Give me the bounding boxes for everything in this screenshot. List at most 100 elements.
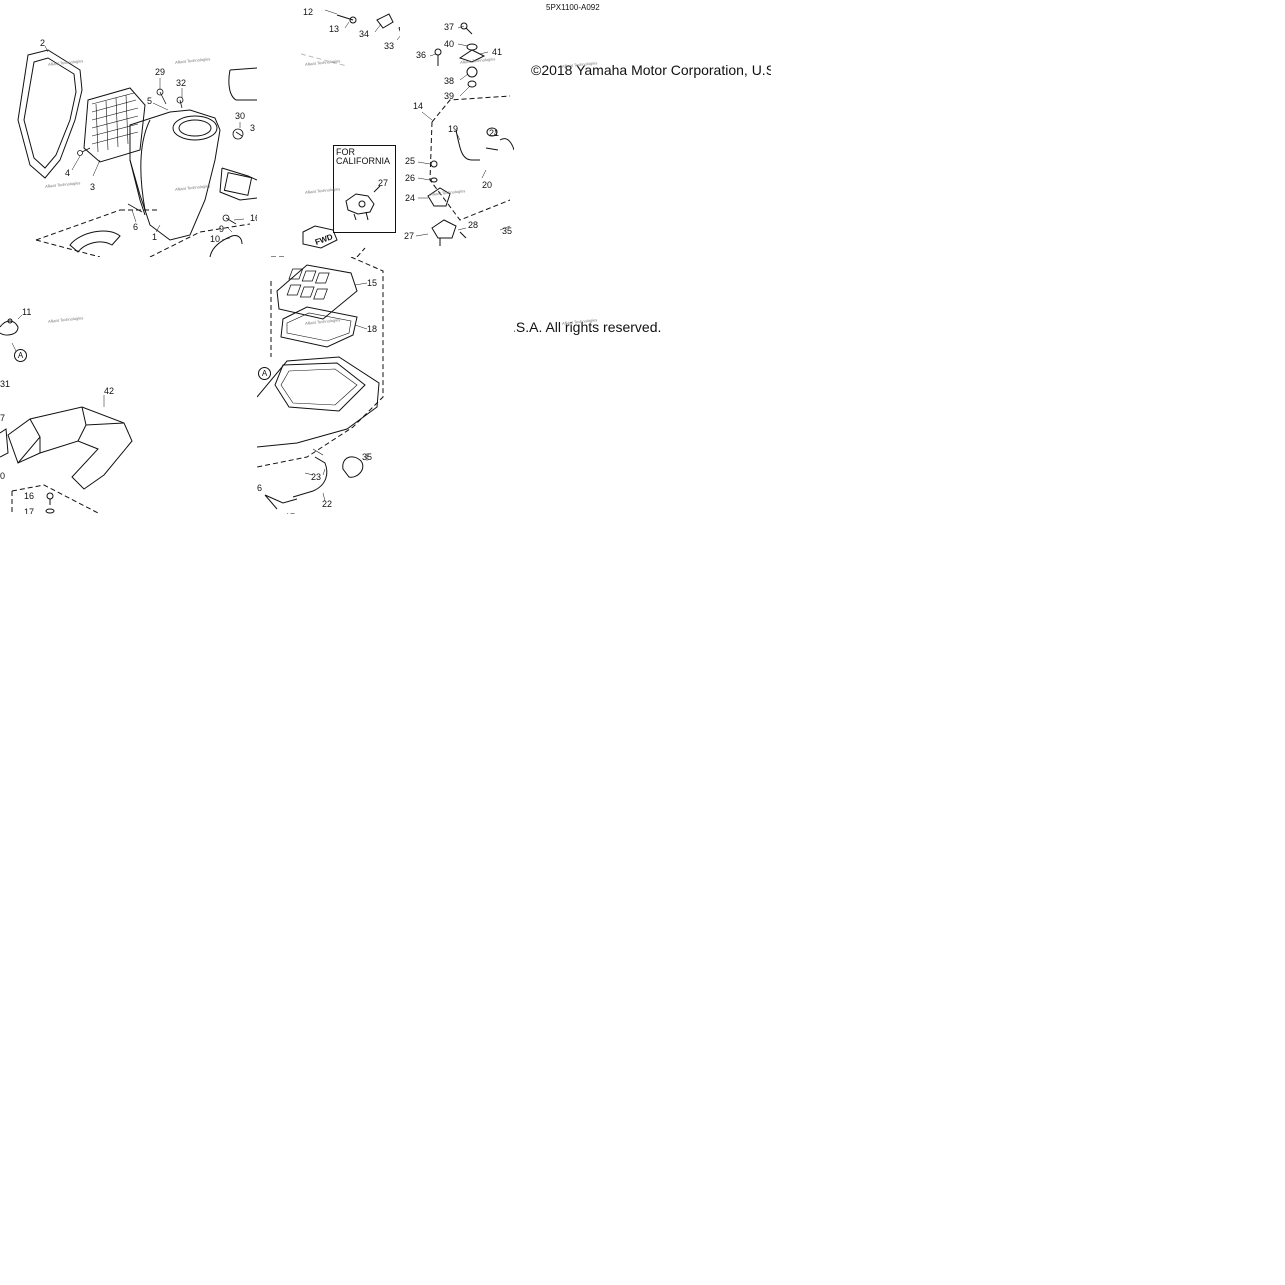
- callout-42: 42: [104, 386, 115, 396]
- callout-21: 21: [489, 128, 500, 138]
- air-filter-drawing: [257, 257, 384, 510]
- callout-38: 38: [444, 76, 455, 86]
- leaders: [44, 45, 245, 241]
- bolt-34: [376, 13, 394, 29]
- diagram-tile-copyright: .S.A. All rights reserved. Alliant Techn…: [514, 257, 771, 514]
- callout-34: 34: [359, 29, 370, 39]
- callout-11: 11: [22, 307, 32, 317]
- filter-frame: [83, 87, 146, 163]
- intake-duct: [7, 406, 133, 490]
- rh-cover-edge: [228, 67, 257, 101]
- callout-33: 33: [384, 41, 395, 51]
- screws: [77, 88, 244, 225]
- callout-22: 22: [322, 499, 333, 509]
- callout-16: 16: [24, 491, 35, 501]
- valve-27: [431, 219, 467, 246]
- washer-17: [45, 508, 55, 514]
- callout-36: 36: [416, 50, 427, 60]
- sensors-drawing: [415, 22, 514, 246]
- callout-3-right: 3: [250, 123, 256, 133]
- callout-7: 7: [0, 413, 6, 423]
- hose-22: [292, 456, 328, 498]
- callout-27: 27: [378, 178, 389, 188]
- copyright-text: ©2018 Yamaha Motor Corporation, U.S: [531, 62, 771, 78]
- case-body: [129, 109, 221, 241]
- callout-31: 31: [0, 379, 11, 389]
- duct-end: [0, 428, 9, 458]
- cover-outline: [17, 49, 83, 179]
- tank-edge: [499, 138, 514, 151]
- diagram-tile-airbox-case: 2 29 32 5 30 3 4 3 6 1 9 10 16 Alliant T…: [0, 0, 257, 257]
- california-box: FOR CALIFORNIA 27: [333, 145, 396, 233]
- dashed-16: [11, 484, 101, 514]
- callout-14: 14: [413, 101, 424, 111]
- callout-26: 26: [405, 173, 416, 183]
- callout-17: 17: [24, 507, 35, 515]
- filter-element: [276, 264, 358, 320]
- callout-18: 18: [367, 324, 378, 334]
- callout-32: 32: [176, 78, 187, 88]
- callout-37: 37: [444, 22, 455, 32]
- hose-19: [455, 127, 499, 161]
- case-opening: [274, 362, 366, 412]
- reference-mark-a: A: [258, 367, 271, 380]
- leaders: [415, 25, 511, 237]
- callout-6: 6: [257, 483, 263, 493]
- callout-35: 35: [502, 226, 513, 236]
- filter-cells: [286, 268, 330, 300]
- reference-code: 5PX1100-A092: [546, 3, 600, 12]
- callout-16: 16: [250, 213, 257, 223]
- airbox-case-drawing: [17, 45, 257, 257]
- filter-18: [280, 306, 358, 348]
- dashed-frame: [257, 257, 384, 468]
- seal-cord: [129, 119, 151, 216]
- diagram-tile-sensors: 5PX1100-A092 ©2018 Yamaha Motor Corporat…: [514, 0, 771, 257]
- callout-19: 19: [448, 124, 459, 134]
- callout-13: 13: [329, 24, 340, 34]
- california-valve-icon: [345, 185, 381, 221]
- callout-28: 28: [468, 220, 479, 230]
- reference-mark-a: A: [14, 349, 27, 362]
- callout-5: 5: [147, 96, 153, 106]
- callout-10: 10: [210, 234, 221, 244]
- filter-mesh: [91, 92, 139, 153]
- callout-25: 25: [405, 156, 416, 166]
- callout-15: 15: [367, 278, 378, 288]
- callout-12: 12: [303, 7, 314, 17]
- cover-inner: [23, 57, 77, 169]
- duct: [219, 167, 257, 201]
- hose-end: [264, 494, 298, 510]
- duct-edges: [17, 406, 125, 464]
- callout-41: 41: [492, 47, 503, 57]
- callout-29: 29: [155, 67, 166, 77]
- case-lower: [257, 356, 380, 448]
- diagram-tile-sensors-left: 37 40 41 36 38 39 14 19 21 25 26 24 20 2…: [400, 0, 514, 257]
- callout-4: 4: [65, 168, 71, 178]
- stack-37-41: [458, 22, 486, 88]
- intake-mouth-inner: [178, 119, 212, 137]
- clamp-35: [342, 456, 364, 478]
- hose: [209, 235, 243, 257]
- diagram-tile-duct: 11 A 42 31 7 0 16 17 Alliant Technologie…: [0, 257, 257, 514]
- california-label: FOR CALIFORNIA: [336, 147, 391, 166]
- callout-9: 9: [219, 224, 225, 234]
- callout-3: 3: [90, 182, 96, 192]
- clamp-11: [0, 318, 19, 336]
- callout-0: 0: [0, 471, 6, 481]
- fwd-arrow: [302, 225, 338, 249]
- callout-39: 39: [444, 91, 455, 101]
- bolt-16: [46, 492, 54, 505]
- bolt-36: [434, 48, 442, 66]
- valve-24: [427, 160, 451, 207]
- callout-17: 17: [285, 513, 295, 515]
- leaders: [322, 282, 368, 502]
- dashed-14: [431, 95, 511, 123]
- pad: [69, 230, 121, 253]
- duct-drawing: [0, 314, 133, 514]
- dashed-guide: [35, 209, 160, 241]
- callout-23: 23: [311, 472, 322, 482]
- callout-27b: 27: [404, 231, 415, 241]
- bolt-13: [336, 14, 357, 24]
- callout-1: 1: [152, 232, 158, 242]
- intake-mouth: [172, 115, 218, 141]
